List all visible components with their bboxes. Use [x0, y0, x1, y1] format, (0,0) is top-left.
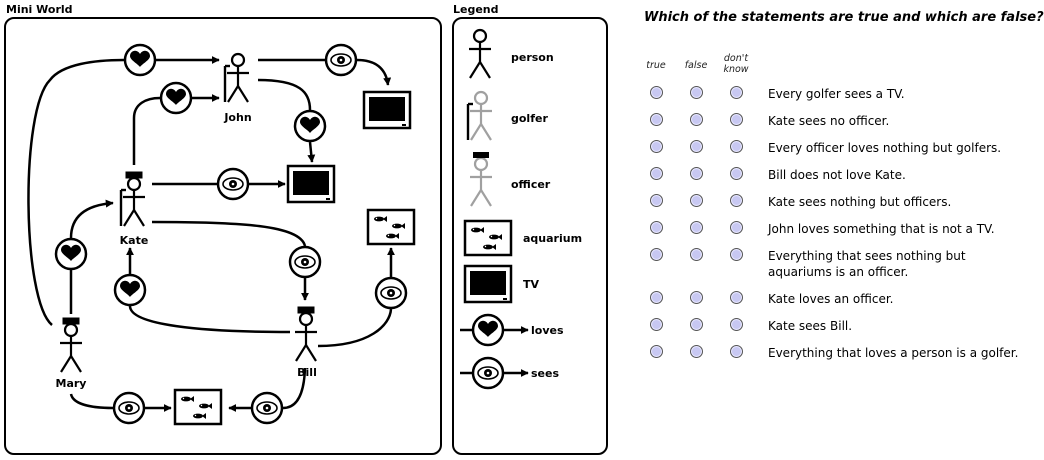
- name-bill: Bill: [297, 366, 317, 379]
- legend-officer-icon: [468, 156, 494, 208]
- radio-dont-know[interactable]: [730, 113, 743, 126]
- legend-person-label: person: [511, 51, 554, 64]
- legend-tv-icon: [463, 264, 513, 304]
- legend-panel: [452, 17, 608, 455]
- statement-text: Bill does not love Kate.: [768, 168, 906, 182]
- radio-true[interactable]: [650, 140, 663, 153]
- col-dontknow-line1: don't: [723, 53, 749, 64]
- loves-heart-icon: [113, 273, 147, 307]
- tv-icon: [362, 90, 412, 130]
- radio-false[interactable]: [690, 140, 703, 153]
- legend-person-icon: [467, 28, 493, 80]
- sees-eye-icon: [374, 276, 408, 310]
- col-dontknow-header: don't know: [718, 53, 754, 75]
- statement-text: Kate sees no officer.: [768, 114, 890, 128]
- radio-false[interactable]: [690, 221, 703, 234]
- radio-false[interactable]: [690, 194, 703, 207]
- loves-heart-icon: [293, 109, 327, 143]
- legend-golfer-icon: [468, 90, 494, 142]
- radio-false[interactable]: [690, 86, 703, 99]
- relation-arrows: [27, 56, 395, 412]
- radio-dont-know[interactable]: [730, 345, 743, 358]
- radio-false[interactable]: [690, 167, 703, 180]
- legend-golfer-label: golfer: [511, 112, 548, 125]
- legend-aquarium-label: aquarium: [523, 232, 582, 245]
- name-kate: Kate: [120, 234, 149, 247]
- legend-club-icon: [466, 102, 475, 142]
- radio-dont-know[interactable]: [730, 140, 743, 153]
- legend-aquarium-icon: [465, 221, 511, 255]
- radio-false[interactable]: [690, 248, 703, 261]
- radio-dont-know[interactable]: [730, 248, 743, 261]
- sees-eye-icon: [288, 245, 322, 279]
- col-true-header: true: [646, 60, 666, 71]
- world-panel: [4, 17, 442, 455]
- sees-eye-icon: [216, 167, 250, 201]
- radio-false[interactable]: [690, 345, 703, 358]
- world-title: Mini World: [6, 3, 73, 16]
- radio-false[interactable]: [690, 318, 703, 331]
- radio-dont-know[interactable]: [730, 167, 743, 180]
- radio-true[interactable]: [650, 248, 663, 261]
- radio-false[interactable]: [690, 291, 703, 304]
- radio-dont-know[interactable]: [730, 194, 743, 207]
- name-john: John: [223, 111, 251, 124]
- tv-icon: [286, 164, 336, 204]
- col-false-header: false: [684, 60, 708, 71]
- radio-dont-know[interactable]: [730, 291, 743, 304]
- radio-true[interactable]: [650, 86, 663, 99]
- statement-text: Kate sees nothing but officers.: [768, 195, 952, 209]
- radio-dont-know[interactable]: [730, 318, 743, 331]
- statement-text: Every officer loves nothing but golfers.: [768, 141, 1002, 155]
- radio-true[interactable]: [650, 291, 663, 304]
- statement-text: Kate loves an officer.: [768, 292, 894, 306]
- radio-true[interactable]: [650, 318, 663, 331]
- radio-true[interactable]: [650, 345, 663, 358]
- legend-title: Legend: [453, 3, 499, 16]
- legend-cap-icon: [473, 152, 489, 158]
- legend-arrows: [460, 326, 529, 377]
- legend-sees-label: sees: [531, 367, 559, 380]
- officer-mary: [58, 317, 84, 374]
- statement-text: John loves something that is not a TV.: [768, 222, 995, 236]
- legend-eye-icon: [471, 356, 505, 390]
- statement-text: Everything that loves a person is a golf…: [768, 346, 1019, 360]
- radio-dont-know[interactable]: [730, 221, 743, 234]
- legend-heart-icon: [471, 313, 505, 347]
- name-mary: Mary: [56, 377, 87, 390]
- loves-heart-icon: [159, 81, 193, 115]
- golfer-officer-kate: [119, 171, 147, 228]
- radio-true[interactable]: [650, 113, 663, 126]
- loves-heart-icon: [123, 43, 157, 77]
- sees-eye-icon: [324, 43, 358, 77]
- question-heading: Which of the statements are true and whi…: [644, 10, 1044, 25]
- aquarium-icon: [368, 210, 414, 244]
- radio-true[interactable]: [650, 221, 663, 234]
- radio-dont-know[interactable]: [730, 86, 743, 99]
- loves-heart-icon: [54, 237, 88, 271]
- radio-true[interactable]: [650, 194, 663, 207]
- radio-true[interactable]: [650, 167, 663, 180]
- legend-loves-label: loves: [531, 324, 564, 337]
- officer-bill: [293, 306, 319, 363]
- radio-false[interactable]: [690, 113, 703, 126]
- sees-eye-icon: [112, 391, 146, 425]
- statement-text: Everything that sees nothing but aquariu…: [768, 249, 966, 279]
- col-dontknow-line2: know: [723, 64, 749, 75]
- legend-officer-label: officer: [511, 178, 551, 191]
- sees-eye-icon: [250, 391, 284, 425]
- statement-text: Kate sees Bill.: [768, 319, 853, 333]
- aquarium-icon: [175, 390, 221, 424]
- golfer-john: [223, 52, 251, 104]
- statement-text: Every golfer sees a TV.: [768, 87, 905, 101]
- legend-tv-label: TV: [523, 278, 540, 291]
